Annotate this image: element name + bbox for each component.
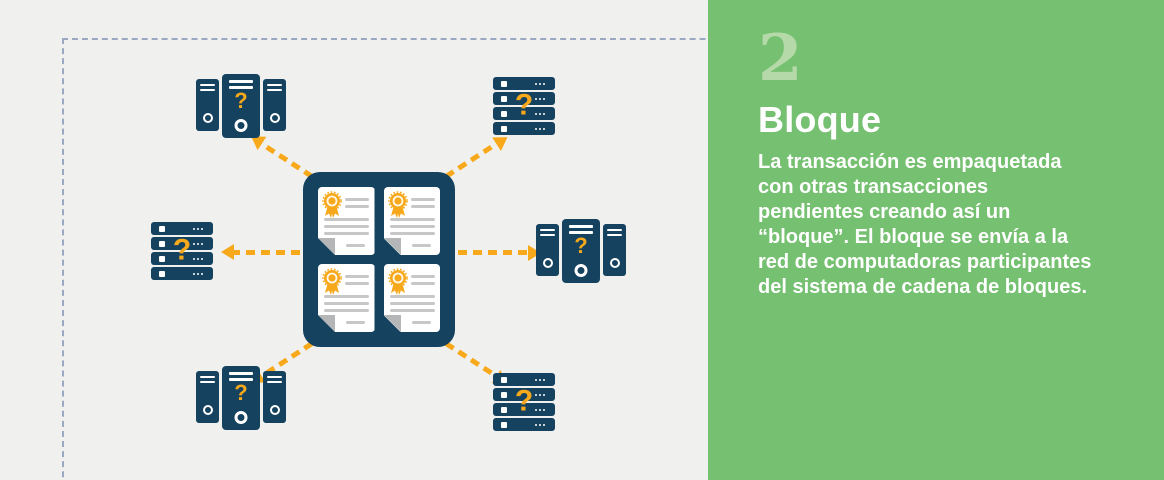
question-mark: ? (172, 233, 192, 267)
step-title: Bloque (758, 99, 882, 141)
certificate-document-icon (384, 187, 441, 255)
certificate-seal-icon (321, 268, 343, 301)
description-line: “bloque”. El bloque se envía a la (758, 226, 1069, 249)
description-line: pendientes creando así un (758, 201, 1011, 224)
certificate-seal-icon (387, 268, 409, 301)
rack-server-icon: ? (151, 222, 213, 280)
folded-corner-icon (384, 315, 401, 332)
certificate-document-icon (318, 264, 375, 332)
description-line: red de computadoras participantes (758, 251, 1092, 274)
question-mark: ? (514, 88, 534, 122)
rack-server-icon: ? (493, 373, 555, 431)
step-description: La transacción es empaquetada con otras … (758, 150, 1144, 300)
step-number: 2 (758, 21, 803, 96)
rack-server-icon: ? (493, 77, 555, 135)
description-line: con otras transacciones (758, 176, 989, 199)
certificate-document-icon (318, 187, 375, 255)
certificate-seal-icon (321, 191, 343, 224)
question-mark: ? (234, 380, 248, 405)
folded-corner-icon (318, 238, 335, 255)
tower-server-icon: ? (196, 366, 286, 430)
tower-server-icon: ? (196, 74, 286, 138)
question-mark: ? (234, 88, 248, 113)
description-line: La transacción es empaquetada (758, 151, 1062, 174)
dashed-arrow-right-icon (458, 250, 528, 255)
tower-server-icon: ? (536, 219, 626, 283)
certificate-seal-icon (387, 191, 409, 224)
certificate-document-icon (384, 264, 441, 332)
question-mark: ? (574, 233, 588, 258)
folded-corner-icon (384, 238, 401, 255)
info-panel: 2 Bloque La transacción es empaquetada c… (708, 0, 1164, 480)
description-line: del sistema de cadena de bloques. (758, 276, 1088, 299)
dashed-arrow-left-icon (234, 250, 300, 255)
question-mark: ? (514, 384, 534, 418)
folded-corner-icon (318, 315, 335, 332)
block-of-documents (303, 172, 455, 347)
